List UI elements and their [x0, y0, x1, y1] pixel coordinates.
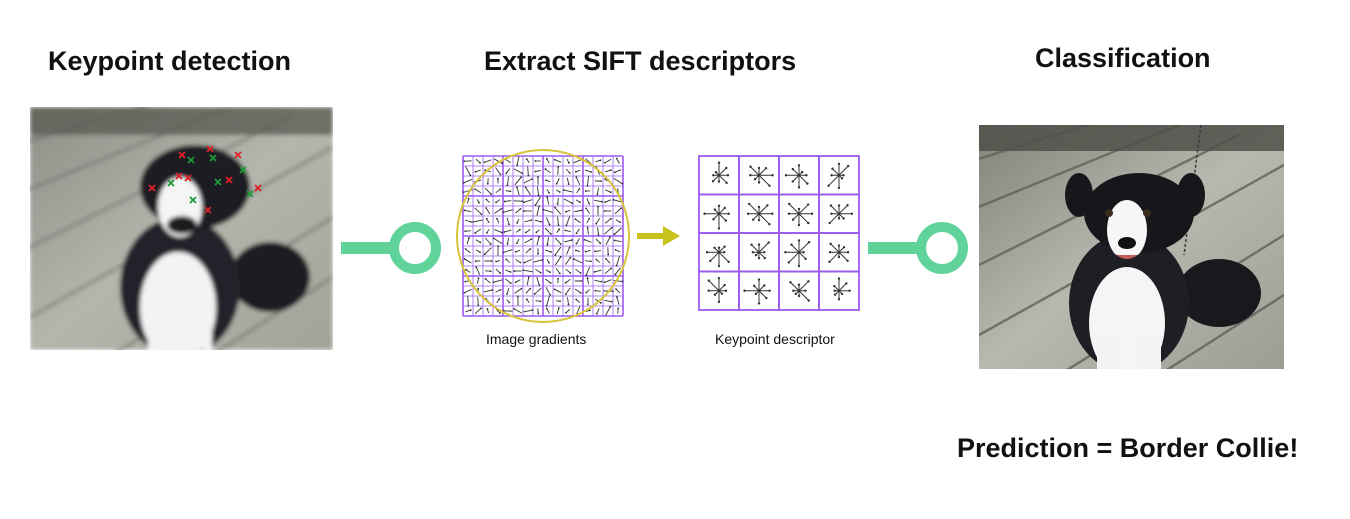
right-arrow-icon: [637, 225, 681, 247]
keypoint-descriptor-figure: [697, 154, 861, 312]
keypoint-photo: [30, 107, 333, 350]
extract-sift-heading: Extract SIFT descriptors: [484, 46, 797, 76]
prediction-text: Prediction = Border Collie!: [957, 433, 1299, 463]
keypoint-detection-heading: Keypoint detection: [48, 46, 292, 76]
keypoint-markers: [148, 145, 262, 214]
classification-heading: Classification: [1035, 43, 1211, 73]
classification-photo: [979, 125, 1284, 369]
connector-icon-left: [341, 220, 445, 276]
image-gradients-figure: [455, 148, 630, 328]
keypoint-descriptor-caption: Keypoint descriptor: [715, 331, 835, 347]
connector-icon-right: [868, 220, 972, 276]
image-gradients-caption: Image gradients: [486, 331, 587, 347]
